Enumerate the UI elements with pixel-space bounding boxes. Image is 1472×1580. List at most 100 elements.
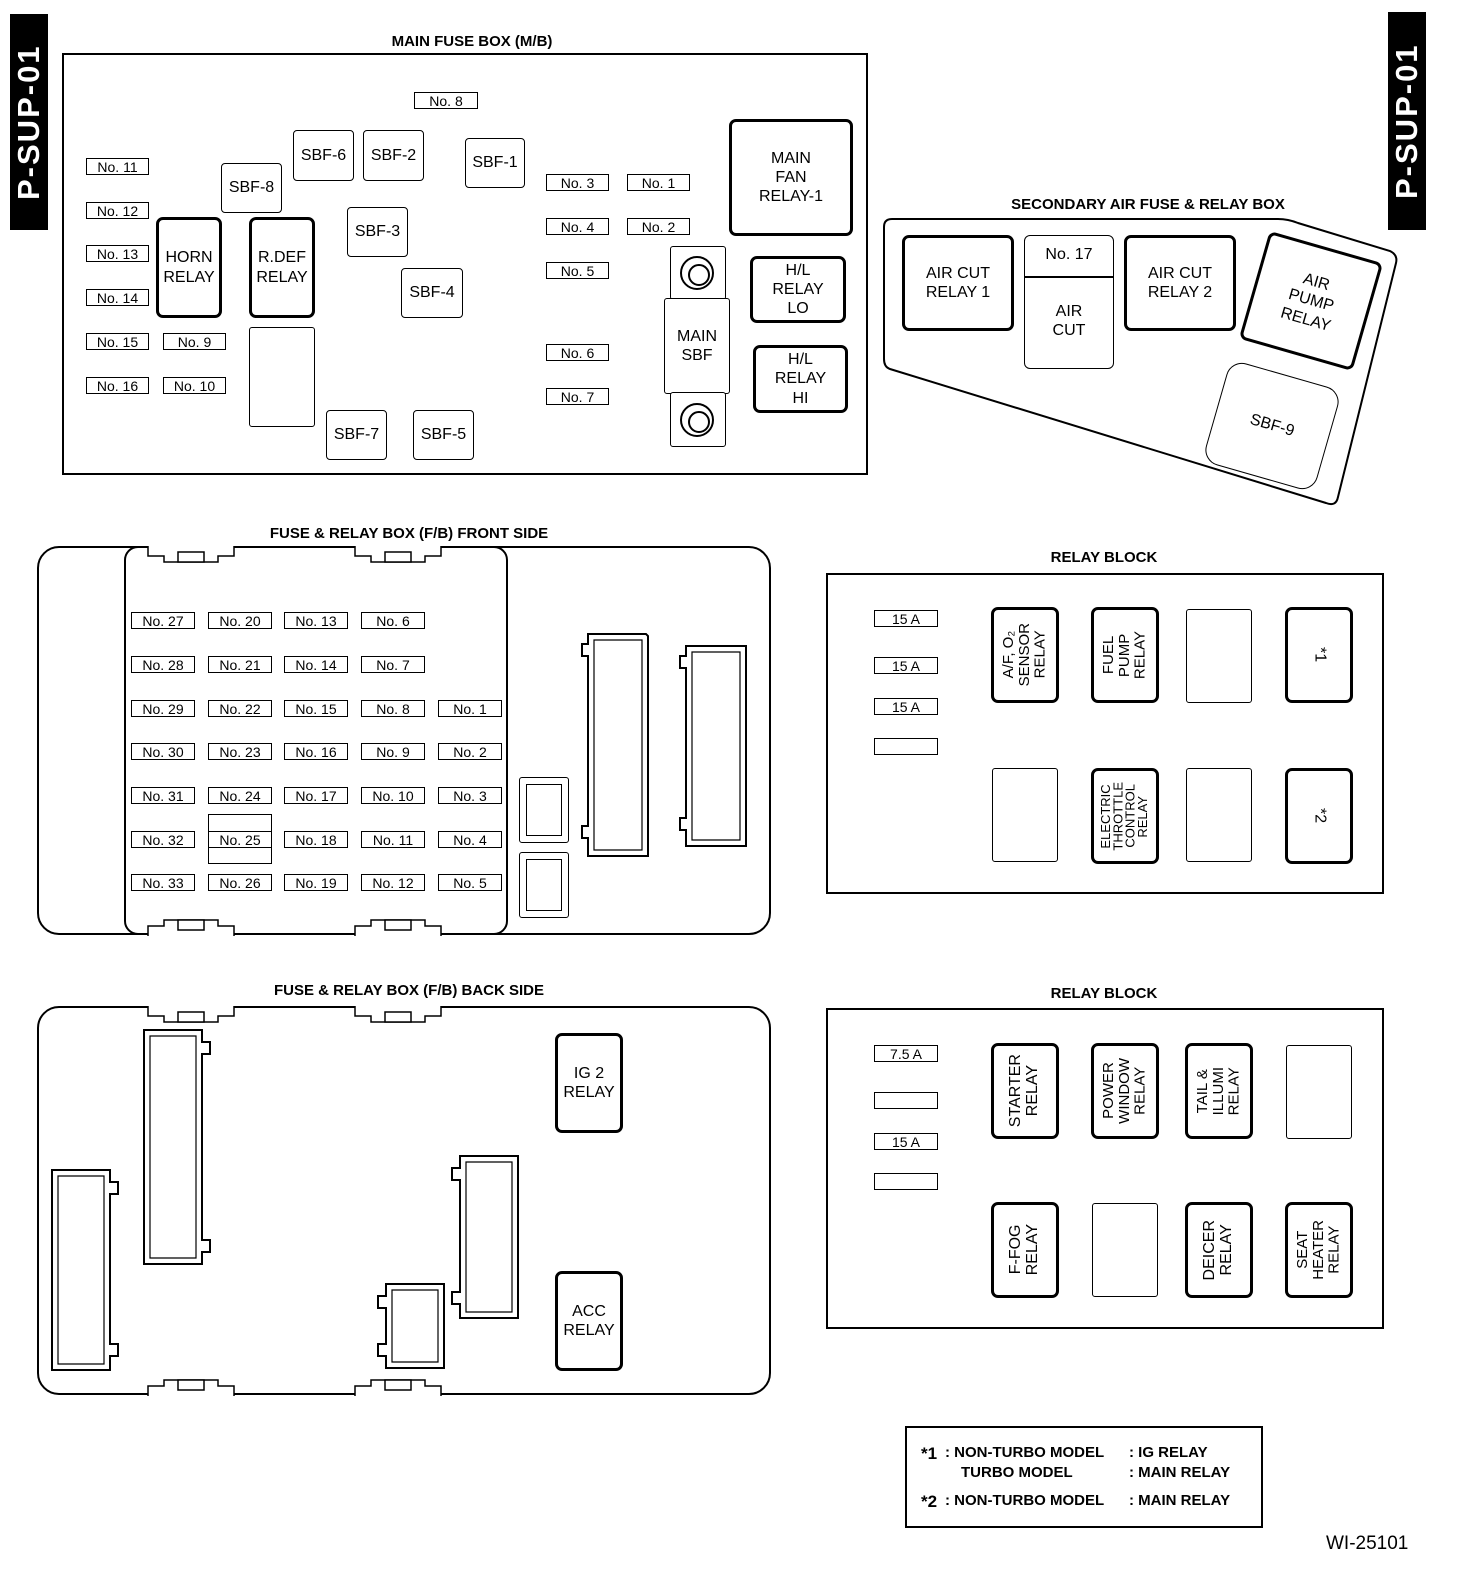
fb-fuse: No. 17 [284, 787, 348, 804]
rb2-fuse-empty [874, 1092, 938, 1109]
fuse-no-5: No. 5 [546, 262, 609, 279]
main-sbf: MAIN SBF [664, 298, 730, 394]
rb2-fuse-7-5a: 7.5 A [874, 1045, 938, 1062]
hl-relay-hi: H/L RELAY HI [753, 345, 848, 413]
seat-heater-relay-label: SEAT HEATER RELAY [1294, 1220, 1343, 1280]
sbf-3: SBF-3 [347, 207, 408, 257]
fb-fuse: No. 28 [131, 656, 195, 673]
fb-fuse: No. 2 [438, 743, 502, 760]
empty-relay-slot [249, 327, 315, 427]
air-cut-fuse-holder [1024, 235, 1114, 369]
rb1-fuse-15a: 15 A [874, 657, 938, 674]
fb-fuse: No. 1 [438, 700, 502, 717]
main-fan-relay-1: MAIN FAN RELAY-1 [729, 119, 853, 236]
fuse-no-6: No. 6 [546, 344, 609, 361]
air-cut-relay-2: AIR CUT RELAY 2 [1124, 235, 1236, 331]
air-cut-relay-1: AIR CUT RELAY 1 [902, 235, 1014, 331]
back-side-title: FUSE & RELAY BOX (F/B) BACK SIDE [273, 982, 545, 999]
sbf-5: SBF-5 [413, 410, 474, 460]
front-side-title: FUSE & RELAY BOX (F/B) FRONT SIDE [269, 525, 549, 542]
rb1-fuse-15a: 15 A [874, 610, 938, 627]
connector [451, 1155, 519, 1319]
fuse-no-1: No. 1 [627, 174, 690, 191]
deicer-relay-label: DEICER RELAY [1201, 1219, 1235, 1281]
connector [143, 1029, 211, 1265]
fb-fuse: No. 9 [361, 743, 425, 760]
fb-fuse: No. 30 [131, 743, 195, 760]
af-o2-sensor-relay: A/F, O₂ SENSOR RELAY [991, 607, 1059, 703]
ig2-relay: IG 2 RELAY [555, 1033, 623, 1133]
starter-relay: STARTER RELAY [991, 1043, 1059, 1139]
small-connector [519, 777, 569, 843]
legend-star2-value: : MAIN RELAY [1129, 1492, 1231, 1509]
legend-star2-label: : NON-TURBO MODEL [945, 1492, 1105, 1509]
electric-throttle-control-relay: ELECTRIC THROTTLE CONTROL RELAY [1091, 768, 1159, 864]
fb-fuse: No. 32 [131, 831, 195, 848]
latch-clip [147, 1006, 235, 1023]
latch-clip [147, 546, 235, 563]
fb-fuse: No. 16 [284, 743, 348, 760]
seat-heater-relay: SEAT HEATER RELAY [1285, 1202, 1353, 1298]
fuse-no-14: No. 14 [86, 289, 149, 306]
legend-star1: *1 [921, 1444, 938, 1463]
relay-block-2-title: RELAY BLOCK [1050, 985, 1158, 1002]
fuse-no-3: No. 3 [546, 174, 609, 191]
fb-fuse: No. 26 [208, 874, 272, 891]
main-fuse-box-title: MAIN FUSE BOX (M/B) [391, 33, 553, 50]
latch-clip [147, 1379, 235, 1396]
latch-clip [354, 1379, 442, 1396]
front-side-inner-panel [124, 546, 508, 935]
sbf-2: SBF-2 [363, 130, 424, 181]
legend-star2: *2 [921, 1492, 938, 1511]
rb1-fuse-empty [874, 738, 938, 755]
rdef-relay: R.DEF RELAY [249, 217, 315, 318]
empty-relay-slot [1286, 1045, 1352, 1139]
legend-turbo-label: TURBO MODEL [961, 1464, 1073, 1481]
fb-fuse: No. 12 [361, 874, 425, 891]
fb-fuse: No. 33 [131, 874, 195, 891]
fuse-no-4: No. 4 [546, 218, 609, 235]
fb-fuse: No. 14 [284, 656, 348, 673]
fb-fuse: No. 15 [284, 700, 348, 717]
fuse-no-16: No. 16 [86, 377, 149, 394]
fuel-pump-relay: FUEL PUMP RELAY [1091, 607, 1159, 703]
fb-fuse: No. 20 [208, 612, 272, 629]
fb-fuse: No. 6 [361, 612, 425, 629]
sbf-1: SBF-1 [465, 138, 525, 188]
power-window-relay: POWER WINDOW RELAY [1091, 1043, 1159, 1139]
air-pump-relay-label: AIR PUMP RELAY [1278, 270, 1336, 335]
fb-fuse: No. 11 [361, 831, 425, 848]
etc-relay-label: ELECTRIC THROTTLE CONTROL RELAY [1098, 781, 1151, 851]
fb-fuse: No. 7 [361, 656, 425, 673]
fb-fuse: No. 23 [208, 743, 272, 760]
connector [581, 633, 649, 857]
fb-fuse: No. 19 [284, 874, 348, 891]
fb-fuse: No. 18 [284, 831, 348, 848]
sbf-6: SBF-6 [293, 130, 354, 181]
fuse-no-15: No. 15 [86, 333, 149, 350]
power-window-relay-label: POWER WINDOW RELAY [1100, 1058, 1149, 1124]
fb-fuse: No. 13 [284, 612, 348, 629]
fb-fuse: No. 24 [208, 787, 272, 804]
f-fog-relay: F-FOG RELAY [991, 1202, 1059, 1298]
no17-label: No. 17 [1045, 246, 1093, 263]
connector [51, 1169, 119, 1371]
air-cut-label: AIR CUT [1052, 303, 1086, 340]
starter-relay-label: STARTER RELAY [1007, 1054, 1041, 1128]
figure-code: WI-25101 [1326, 1533, 1409, 1554]
f-fog-relay-label: F-FOG RELAY [1007, 1224, 1041, 1276]
connector [377, 1283, 445, 1369]
bolt-icon [680, 256, 714, 290]
rb2-fuse-empty [874, 1173, 938, 1190]
horn-relay: HORN RELAY [156, 217, 222, 318]
fb-fuse: No. 27 [131, 612, 195, 629]
bolt-icon [680, 403, 714, 437]
fuse-no-10: No. 10 [163, 377, 226, 394]
hl-relay-lo: H/L RELAY LO [750, 256, 846, 323]
fuse-no-8: No. 8 [414, 92, 478, 109]
empty-relay-slot [1092, 1203, 1158, 1297]
sbf-8: SBF-8 [221, 163, 282, 213]
fb-fuse: No. 5 [438, 874, 502, 891]
star1-relay-label: *1 [1311, 647, 1329, 663]
